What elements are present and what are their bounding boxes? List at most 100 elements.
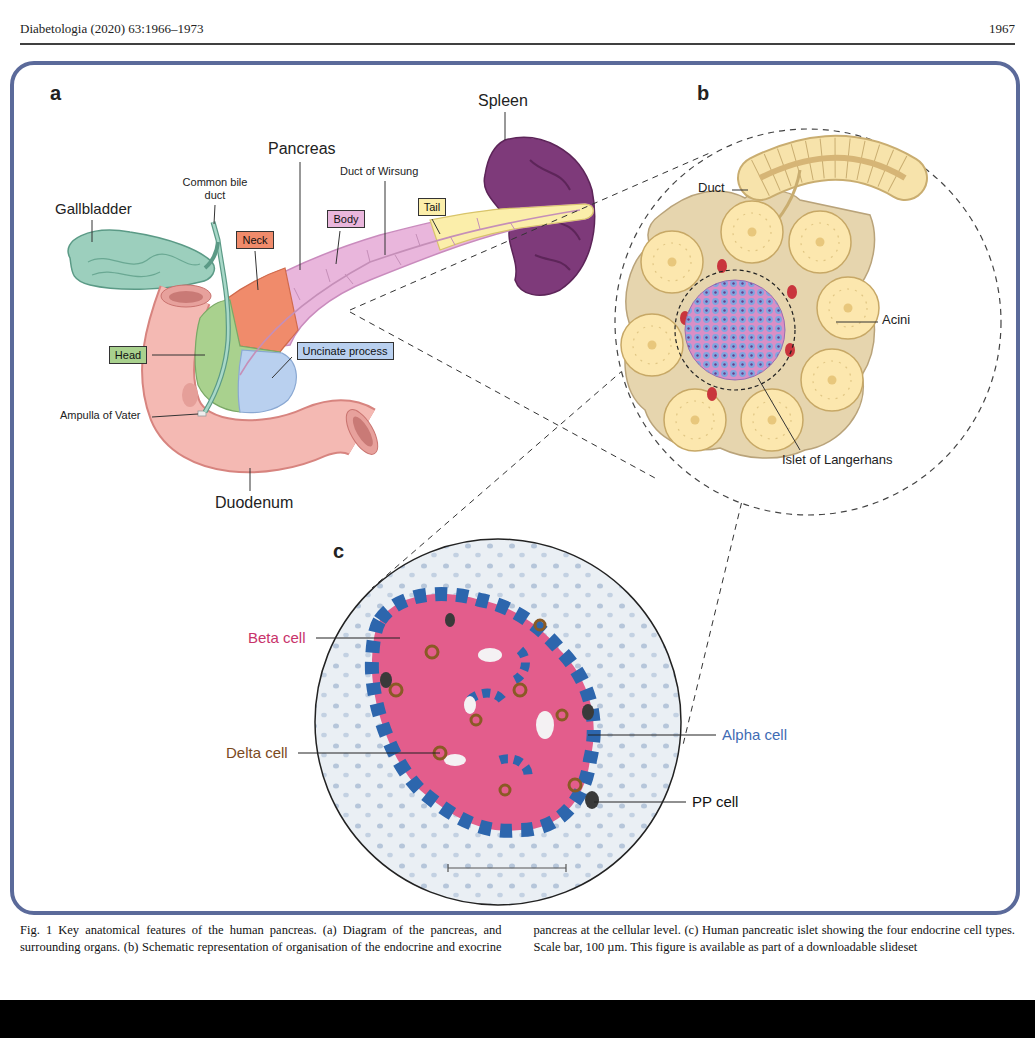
tissue-lobule <box>741 389 803 451</box>
structure-label: Common bile duct <box>179 176 251 201</box>
islet-micrograph <box>372 594 594 831</box>
islet-micrograph <box>536 711 554 739</box>
islet-micrograph <box>535 620 545 630</box>
leader-line <box>300 162 301 270</box>
duodenum <box>161 285 211 307</box>
islet-micrograph <box>445 613 455 627</box>
region-tag: Head <box>109 346 147 364</box>
structure-label: Ampulla of Vater <box>60 409 141 422</box>
pancreas <box>238 350 296 413</box>
tissue-lobule <box>801 349 863 411</box>
pancreas <box>294 218 515 300</box>
duodenum <box>340 405 384 459</box>
islet-micrograph <box>390 620 581 795</box>
organ-label: Gallbladder <box>55 200 132 217</box>
tissue-lobule <box>621 314 683 376</box>
leader-line <box>594 801 686 802</box>
structure-label: Duct of Wirsung <box>340 165 418 178</box>
tissue-lobule <box>760 158 905 178</box>
common-bile-duct <box>205 222 228 412</box>
tissue-lobule <box>664 389 726 451</box>
islet-micrograph <box>569 779 581 791</box>
region-name: Tail <box>424 200 441 214</box>
islet-micrograph <box>315 539 681 905</box>
islet-micrograph <box>310 535 690 915</box>
organ-label: Pancreas <box>268 140 336 158</box>
leader-line <box>505 112 506 140</box>
leader-line <box>214 205 215 224</box>
gallbladder <box>68 230 214 289</box>
leader-line <box>152 355 205 356</box>
islet-micrograph <box>471 715 481 725</box>
islet-micrograph <box>372 594 594 831</box>
islet-micrograph <box>464 696 476 714</box>
islet-micrograph <box>426 646 438 658</box>
duodenum <box>182 383 198 407</box>
region-tag: Uncinate process <box>297 342 394 360</box>
islet-micrograph <box>585 791 599 809</box>
islet-micrograph <box>478 648 502 662</box>
leader-line <box>250 468 251 491</box>
leader-line <box>272 357 292 378</box>
tissue-lobule <box>789 211 851 273</box>
leader-line <box>732 190 748 191</box>
region-tag: Body <box>327 210 364 228</box>
leader-line <box>92 220 93 242</box>
structure-label: Acini <box>882 313 910 328</box>
islet-micrograph <box>380 672 392 688</box>
islet-micrograph <box>557 710 567 720</box>
leader-line <box>298 638 716 802</box>
leader-line <box>836 322 878 323</box>
tissue-lobule <box>760 158 905 178</box>
structure-label: Duct <box>698 181 725 196</box>
cell-type-label: Delta cell <box>226 744 288 761</box>
tissue-lobule <box>615 129 1001 515</box>
leader-line <box>316 637 400 638</box>
page-number: 1967 <box>989 22 1015 37</box>
duodenum <box>169 291 203 303</box>
cell-type-label: PP cell <box>692 793 738 810</box>
gallbladder <box>88 254 200 276</box>
duodenum <box>349 414 376 449</box>
leader-line <box>588 734 716 735</box>
region-name: Neck <box>242 233 267 247</box>
tissue-lobule <box>641 231 703 293</box>
tissue-lobule <box>685 280 785 380</box>
islet-micrograph <box>500 785 510 795</box>
tissue-lobule <box>760 158 905 178</box>
islet-micrograph <box>514 684 526 696</box>
tissue-lobule <box>760 158 905 178</box>
leader-line <box>152 414 198 417</box>
region-tag: Tail <box>418 198 447 216</box>
duct-of-wirsung <box>240 210 580 375</box>
panel-letter: c <box>333 540 344 563</box>
region-tag: Neck <box>236 231 273 249</box>
gallbladder <box>68 230 214 289</box>
figure-caption: Fig. 1 Key anatomical features of the hu… <box>20 922 1015 955</box>
tissue-lobule <box>721 201 783 263</box>
bottom-band <box>0 1000 1035 1038</box>
cell-type-label: Beta cell <box>248 629 306 646</box>
islet-micrograph <box>390 684 402 696</box>
leader-line <box>732 190 878 450</box>
islet-micrograph <box>310 535 690 915</box>
leader-line <box>758 378 800 450</box>
common-bile-duct <box>205 222 228 412</box>
figure-frame <box>12 63 1018 913</box>
organ-label: Duodenum <box>215 494 293 512</box>
leader-line <box>336 231 340 264</box>
pancreas <box>195 204 593 413</box>
region-name: Uncinate process <box>303 344 388 358</box>
tissue-lobule <box>817 277 879 339</box>
islet-micrograph <box>470 650 528 778</box>
organ-label: Spleen <box>478 92 528 110</box>
cell-type-label: Alpha cell <box>722 726 787 743</box>
leader-line <box>255 251 258 290</box>
region-name: Head <box>115 348 141 362</box>
leader-line <box>92 112 505 491</box>
tissue-lobule <box>675 270 795 390</box>
islet-micrograph <box>310 535 690 915</box>
structure-label: Islet of Langerhans <box>782 453 893 468</box>
